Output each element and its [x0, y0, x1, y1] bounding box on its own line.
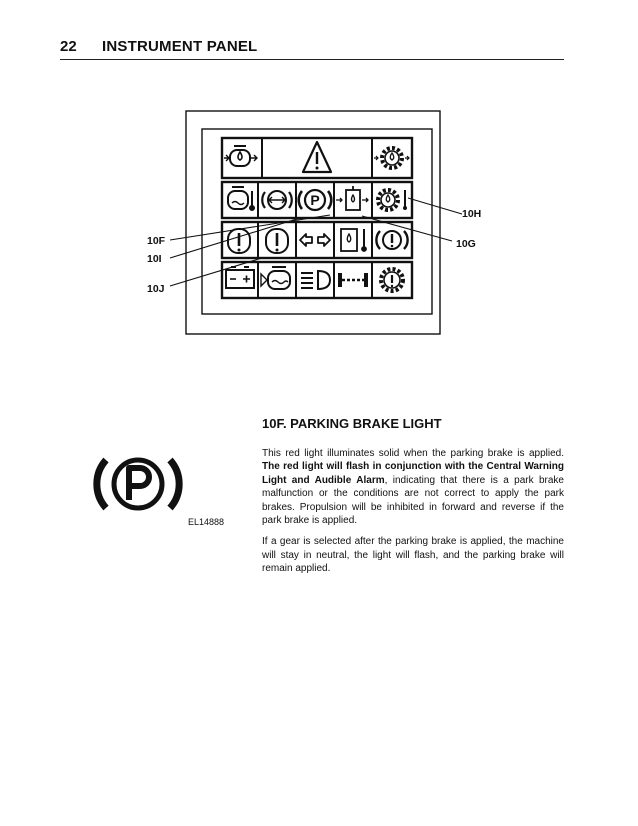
engine-coolant-level-icon [260, 266, 291, 290]
hydraulic-filter-icon [336, 186, 369, 211]
warning-triangle-icon [301, 140, 333, 174]
icon-row-1 [220, 136, 414, 180]
callout-10i: 10I [147, 253, 162, 265]
engine-oil-pressure-icon [224, 145, 258, 167]
icon-row-2: P [220, 180, 414, 220]
service-brake-warning-icon [375, 230, 409, 250]
section-heading: 10F. PARKING BRAKE LIGHT [262, 416, 442, 431]
header-rule [60, 59, 564, 60]
battery-icon [225, 266, 255, 289]
headlight-icon [301, 269, 332, 291]
parking-brake-icon [93, 457, 183, 511]
figure-reference-code: EL14888 [188, 517, 225, 527]
transmission-oil-temperature-icon [376, 188, 407, 212]
transmission-warning-icon [379, 267, 405, 293]
engine-warning-icon [265, 228, 289, 254]
parking-brake-icon: P [297, 188, 333, 212]
icon-row-4 [220, 260, 414, 300]
parking-brake-light-section: 10F. PARKING BRAKE LIGHT This red light … [262, 416, 564, 584]
svg-text:P: P [310, 192, 319, 208]
page-header: 22 INSTRUMENT PANEL [60, 38, 564, 60]
page-title: INSTRUMENT PANEL [102, 38, 258, 55]
callout-10f: 10F [147, 235, 166, 247]
paragraph-2: If a gear is selected after the parking … [262, 536, 564, 575]
instrument-panel-figure: P [169, 110, 463, 335]
paragraph-1: This red light illuminates solid when th… [262, 448, 564, 527]
bold-warning-text: The red light will flash in conjunction … [262, 461, 564, 486]
axle-icon [338, 273, 368, 287]
callout-10j: 10J [147, 283, 165, 295]
page-number: 22 [60, 38, 77, 55]
central-warning-icon [227, 228, 251, 254]
callout-leaders [169, 197, 463, 287]
engine-coolant-temperature-icon [227, 186, 255, 211]
icon-row-3 [220, 220, 414, 260]
callout-10h: 10H [462, 208, 482, 220]
hydraulic-oil-temperature-icon [340, 228, 367, 252]
turn-signal-icon [299, 233, 331, 247]
callout-10g: 10G [456, 238, 476, 250]
brake-icon [261, 190, 293, 210]
transmission-oil-pressure-icon [374, 146, 410, 170]
